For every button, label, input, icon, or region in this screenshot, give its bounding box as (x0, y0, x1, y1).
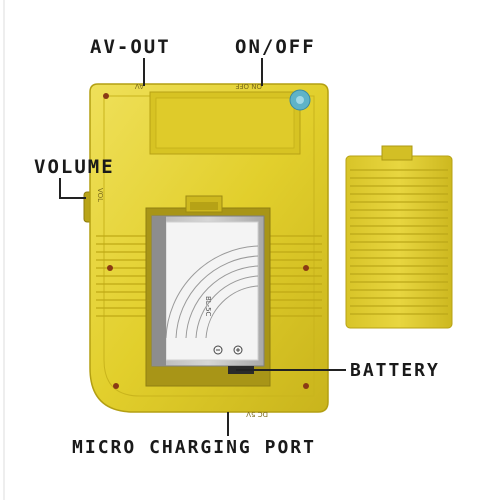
battery-terminal-minus (213, 345, 223, 355)
screw-icon (103, 93, 109, 99)
battery-dark-strip (152, 216, 166, 366)
grip-ridges-left (96, 235, 146, 317)
battery-cover-ridges (350, 169, 448, 315)
emboss-vol: VOL (96, 188, 104, 202)
battery-label: BATTERY (350, 360, 440, 381)
emboss-on-off: ON OFF (235, 82, 262, 90)
screw-icon (303, 383, 309, 389)
battery-model-text: BL-5C (204, 296, 212, 317)
battery-cover-tab[interactable] (381, 145, 413, 161)
grip-ridges-right (270, 235, 322, 317)
on-off-label: ON/OFF (235, 36, 316, 58)
compartment-latch-inner (190, 202, 218, 210)
callout-volume (59, 178, 86, 199)
battery-arcs (165, 245, 259, 339)
screw-icon (107, 265, 113, 271)
screw-icon (113, 383, 119, 389)
emboss-av: AV (135, 82, 144, 90)
emboss-dc: DC 5V (246, 410, 268, 418)
upper-recess-inner (155, 97, 295, 149)
battery-label (165, 221, 259, 361)
shell-inner-bevel (103, 95, 315, 397)
volume-label: VOLUME (34, 156, 115, 178)
micro-charging-port-label: MICRO CHARGING PORT (72, 437, 316, 458)
av-out-label: AV-OUT (90, 36, 171, 58)
sticker-icon-center (296, 96, 304, 104)
screw-icon (303, 265, 309, 271)
battery-terminal-plus (233, 345, 243, 355)
